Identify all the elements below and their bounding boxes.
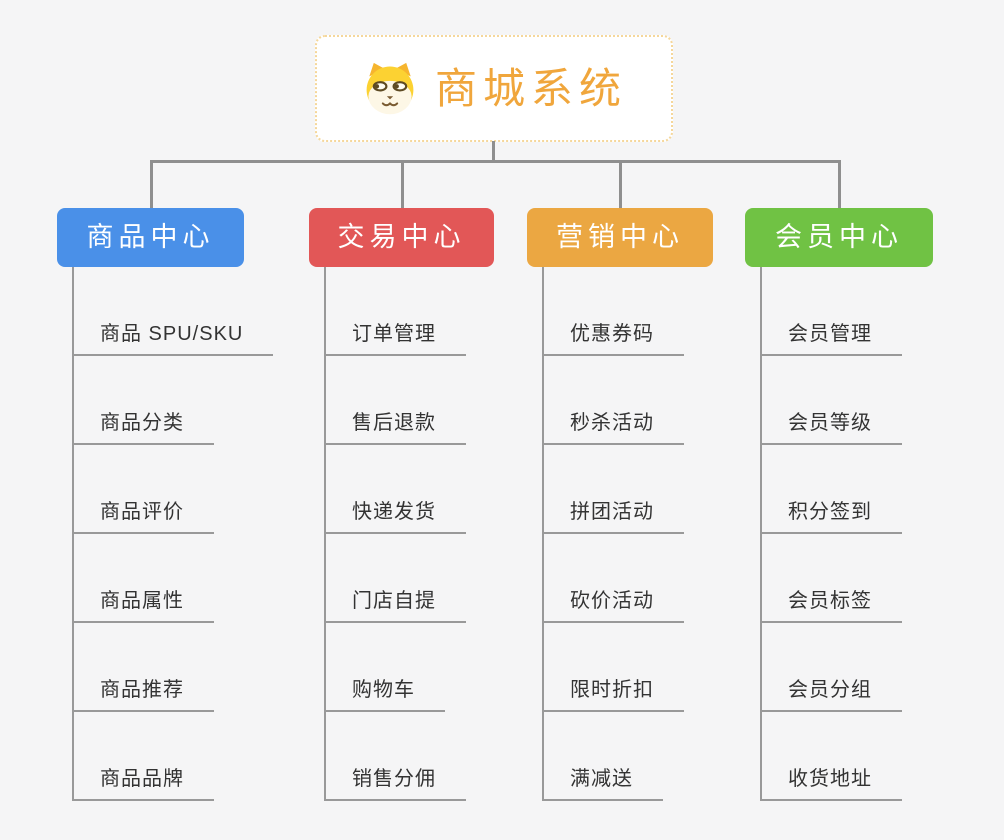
branch-column-member-center: 会员中心会员管理会员等级积分签到会员标签会员分组收货地址: [745, 208, 933, 801]
branch-column-product-center: 商品中心商品 SPU/SKU 商品分类商品评价商品属性商品推荐商品品牌: [57, 208, 274, 801]
branch-children: 优惠券码秒杀活动拼团活动砍价活动限时折扣满减送: [527, 267, 713, 801]
branch-column-trade-center: 交易中心订单管理售后退款快递发货门店自提购物车销售分佣: [309, 208, 494, 801]
branch-drop-line-3: [838, 160, 841, 208]
leaf-node: 购物车: [324, 623, 494, 712]
branch-column-marketing-center: 营销中心优惠券码秒杀活动拼团活动砍价活动限时折扣满减送: [527, 208, 713, 801]
leaf-node: 商品 SPU/SKU: [72, 267, 274, 356]
leaf-node-label[interactable]: 商品 SPU/SKU: [72, 323, 274, 356]
leaf-node: 会员等级: [760, 356, 933, 445]
branch-label: 会员中心: [775, 222, 903, 252]
leaf-node-label[interactable]: 会员分组: [760, 679, 902, 712]
leaf-node: 会员管理: [760, 267, 933, 356]
leaf-node-label[interactable]: 商品品牌: [72, 768, 214, 801]
branch-trunk-line: [760, 267, 762, 800]
branch-children: 商品 SPU/SKU 商品分类商品评价商品属性商品推荐商品品牌: [57, 267, 274, 801]
leaf-node-label[interactable]: 销售分佣: [324, 768, 466, 801]
leaf-node-label[interactable]: 限时折扣: [542, 679, 684, 712]
leaf-node-label[interactable]: 商品属性: [72, 590, 214, 623]
branch-label: 营销中心: [556, 222, 684, 252]
leaf-node-label[interactable]: 快递发货: [324, 501, 466, 534]
leaf-node-label[interactable]: 满减送: [542, 768, 663, 801]
branch-node-product-center[interactable]: 商品中心: [57, 208, 244, 267]
leaf-node: 砍价活动: [542, 534, 713, 623]
leaf-node-label[interactable]: 订单管理: [324, 323, 466, 356]
leaf-node: 门店自提: [324, 534, 494, 623]
root-node[interactable]: 商城系统: [315, 35, 673, 142]
branch-label: 交易中心: [337, 222, 466, 252]
root-title: 商城系统: [434, 64, 627, 112]
leaf-node: 商品评价: [72, 445, 244, 534]
root-connector-line: [492, 141, 495, 163]
branch-label: 商品中心: [86, 222, 215, 252]
leaf-node: 会员分组: [760, 623, 933, 712]
leaf-node: 拼团活动: [542, 445, 713, 534]
leaf-node-label[interactable]: 积分签到: [760, 501, 902, 534]
branch-trunk-line: [542, 267, 544, 800]
branch-children: 订单管理售后退款快递发货门店自提购物车销售分佣: [309, 267, 494, 801]
leaf-node-label[interactable]: 优惠券码: [542, 323, 684, 356]
branch-drop-line-0: [150, 160, 153, 208]
leaf-node-label[interactable]: 商品分类: [72, 412, 214, 445]
leaf-node: 优惠券码: [542, 267, 713, 356]
branch-node-member-center[interactable]: 会员中心: [745, 208, 933, 267]
leaf-node-label[interactable]: 售后退款: [324, 412, 466, 445]
leaf-node-label[interactable]: 购物车: [324, 679, 445, 712]
leaf-node: 满减送: [542, 712, 713, 801]
branch-node-trade-center[interactable]: 交易中心: [309, 208, 494, 267]
leaf-node: 售后退款: [324, 356, 494, 445]
leaf-node: 收货地址: [760, 712, 933, 801]
leaf-node-label[interactable]: 门店自提: [324, 590, 466, 623]
leaf-node: 订单管理: [324, 267, 494, 356]
leaf-node: 会员标签: [760, 534, 933, 623]
branch-trunk-line: [72, 267, 74, 800]
leaf-node-label[interactable]: 商品推荐: [72, 679, 214, 712]
leaf-node-label[interactable]: 会员等级: [760, 412, 902, 445]
branch-trunk-line: [324, 267, 326, 800]
leaf-node: 秒杀活动: [542, 356, 713, 445]
leaf-node: 商品分类: [72, 356, 244, 445]
leaf-node: 积分签到: [760, 445, 933, 534]
leaf-node-label[interactable]: 砍价活动: [542, 590, 684, 623]
leaf-node: 限时折扣: [542, 623, 713, 712]
leaf-node: 快递发货: [324, 445, 494, 534]
leaf-node-label[interactable]: 秒杀活动: [542, 412, 684, 445]
leaf-node: 销售分佣: [324, 712, 494, 801]
leaf-node-label[interactable]: 拼团活动: [542, 501, 684, 534]
leaf-node: 商品品牌: [72, 712, 244, 801]
leaf-node-label[interactable]: 会员标签: [760, 590, 902, 623]
leaf-node-label[interactable]: 商品评价: [72, 501, 214, 534]
branch-node-marketing-center[interactable]: 营销中心: [527, 208, 713, 267]
branch-connector-line: [150, 160, 841, 163]
leaf-node-label[interactable]: 会员管理: [760, 323, 902, 356]
branch-children: 会员管理会员等级积分签到会员标签会员分组收货地址: [745, 267, 933, 801]
branch-drop-line-2: [619, 160, 622, 208]
leaf-node-label[interactable]: 收货地址: [760, 768, 902, 801]
leaf-node: 商品属性: [72, 534, 244, 623]
leaf-node: 商品推荐: [72, 623, 244, 712]
branch-drop-line-1: [401, 160, 404, 208]
shiba-dog-icon: [361, 62, 419, 116]
